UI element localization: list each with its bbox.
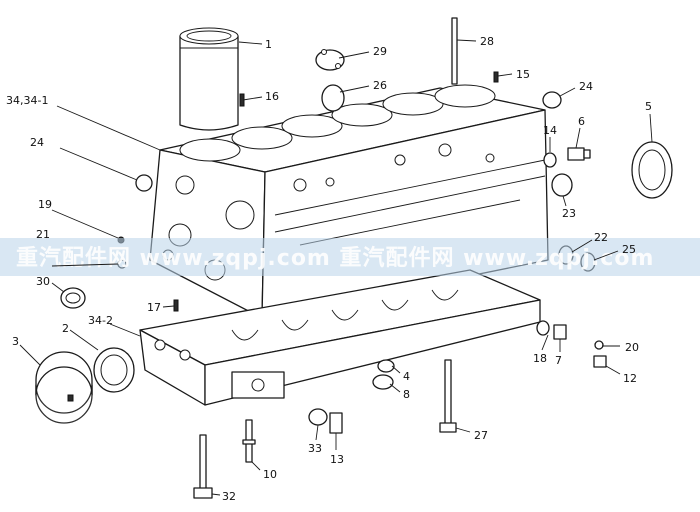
callout-labels: 1 2 3 4 5 6 7 8 10 12 13 14 15 16 17 18 … xyxy=(6,35,652,503)
callout-20: 20 xyxy=(625,341,639,354)
thrust-washer-2 xyxy=(93,347,135,393)
callout-30: 30 xyxy=(36,275,50,288)
callout-25: 25 xyxy=(622,243,636,256)
callout-34-2: 34-2 xyxy=(88,314,113,327)
plug-bolt-6 xyxy=(567,147,591,161)
plug-24-right xyxy=(542,91,562,109)
washer-33 xyxy=(308,408,328,426)
bushing-30 xyxy=(60,287,86,309)
callout-2: 2 xyxy=(62,322,69,335)
callout-24-left: 24 xyxy=(30,136,44,149)
callout-13: 13 xyxy=(330,453,344,466)
callout-21: 21 xyxy=(36,228,50,241)
callout-34-34-1: 34,34-1 xyxy=(6,94,48,107)
callout-7: 7 xyxy=(555,354,562,367)
cover-plate-29 xyxy=(315,49,345,71)
callout-22: 22 xyxy=(594,231,608,244)
bolt-27 xyxy=(439,359,457,433)
bolt-32 xyxy=(193,434,213,499)
bolt-10 xyxy=(242,419,256,463)
washer-14 xyxy=(543,152,557,168)
stud-28 xyxy=(451,17,458,85)
callout-8: 8 xyxy=(403,388,410,401)
watermark-text: 重汽配件网 www.zqpj.com 重汽配件网 www.zqpj.com xyxy=(16,245,654,271)
plug-23 xyxy=(551,173,573,197)
washer-8 xyxy=(372,374,394,390)
nut-4 xyxy=(377,359,395,373)
bearing-shell-3 xyxy=(35,351,93,424)
lower-crankcase xyxy=(139,269,541,406)
callout-26: 26 xyxy=(373,79,387,92)
callout-27: 27 xyxy=(474,429,488,442)
washer-20 xyxy=(594,340,604,350)
callout-6: 6 xyxy=(578,115,585,128)
callout-3: 3 xyxy=(12,335,19,348)
bushing-7 xyxy=(553,324,567,340)
screw-12 xyxy=(593,355,607,368)
callout-1: 1 xyxy=(265,38,272,51)
pin-15 xyxy=(493,71,499,83)
callout-19: 19 xyxy=(38,198,52,211)
callout-10: 10 xyxy=(263,468,277,481)
callout-5: 5 xyxy=(645,100,652,113)
callout-16: 16 xyxy=(265,90,279,103)
callout-15: 15 xyxy=(516,68,530,81)
plug-24-left xyxy=(135,174,153,192)
callout-29: 29 xyxy=(373,45,387,58)
callout-4: 4 xyxy=(403,370,410,383)
callout-32: 32 xyxy=(222,490,236,503)
callout-18: 18 xyxy=(533,352,547,365)
rear-seal-5 xyxy=(631,141,673,199)
callout-17: 17 xyxy=(147,301,161,314)
callout-24-right: 24 xyxy=(579,80,593,93)
expansion-plug-26 xyxy=(321,84,345,112)
watermark-band xyxy=(0,238,700,276)
plug-13 xyxy=(329,412,343,434)
sleeve-18 xyxy=(536,320,550,336)
callout-23: 23 xyxy=(562,207,576,220)
callout-14: 14 xyxy=(543,124,557,137)
callout-33: 33 xyxy=(308,442,322,455)
cylinder-liner-part xyxy=(179,27,239,131)
callout-28: 28 xyxy=(480,35,494,48)
leader-lines xyxy=(19,39,653,496)
callout-12: 12 xyxy=(623,372,637,385)
dowel-17 xyxy=(173,299,179,312)
